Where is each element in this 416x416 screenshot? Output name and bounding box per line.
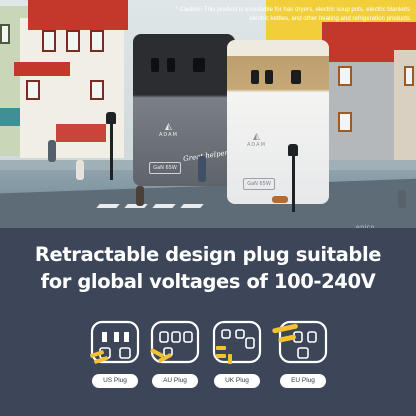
brand-logo: ◭ ADAM	[159, 122, 178, 138]
us-plug-icon	[89, 320, 140, 364]
brand-text: ADAM	[159, 132, 178, 138]
plug-item-uk: UK Plug	[206, 318, 268, 388]
adapter-top-cap	[227, 40, 329, 56]
house-window	[66, 30, 80, 52]
crosswalk-stripe	[152, 204, 176, 208]
caution-notice: * Caution! This product is unsuitable fo…	[148, 5, 410, 23]
house-window	[90, 30, 104, 52]
headline-line-1: Retractable design plug suitable	[34, 243, 382, 266]
figure-person	[48, 140, 56, 162]
house-window	[338, 112, 352, 132]
usb-port	[167, 58, 175, 72]
uk-plug-icon	[212, 320, 262, 364]
crosswalk-stripe	[96, 204, 120, 208]
street-lamp-pole	[110, 124, 113, 180]
awning-red	[56, 124, 106, 142]
brand-mark-icon: ◭	[165, 122, 172, 132]
adapter-white: ◭ ADAM GaN 65W	[227, 40, 329, 204]
plug-item-eu: EU Plug	[272, 318, 334, 388]
figure-person	[398, 190, 406, 208]
house-window	[0, 24, 10, 44]
street-lamp-icon	[106, 112, 116, 124]
caution-line-1: * Caution! This product is unsuitable fo…	[175, 6, 410, 13]
usb-port	[151, 58, 159, 72]
plug-label-us: US Plug	[92, 374, 138, 388]
plug-label-uk: UK Plug	[214, 374, 260, 388]
house-window	[42, 30, 56, 52]
crosswalk-stripe	[180, 204, 204, 208]
house-window	[90, 80, 104, 100]
figure-person	[136, 186, 144, 206]
plug-item-au: AU Plug	[144, 318, 206, 388]
gan-badge: GaN 65W	[243, 178, 275, 190]
usb-port	[193, 58, 205, 72]
brand-logo: ◭ ADAM	[247, 132, 266, 148]
figure-person	[198, 156, 206, 182]
brand-mark-icon: ◭	[253, 132, 260, 142]
house-window	[338, 66, 352, 86]
figure-person	[76, 160, 84, 180]
plug-types: US Plug AU Plug UK Plug	[0, 318, 416, 398]
adapter-black: ◭ ADAM Great helper GaN 65W	[133, 34, 235, 186]
house-roof-red	[28, 0, 128, 30]
headline: Retractable design plug suitable for glo…	[0, 241, 416, 295]
headline-line-2: for global voltages of 100-240V	[40, 270, 376, 293]
gan-badge: GaN 65W	[149, 162, 181, 174]
watermark: epico	[356, 224, 375, 228]
caution-line-2: electric kettles, and other heating and …	[249, 15, 410, 22]
brand-text: ADAM	[247, 142, 266, 148]
dog-figure	[272, 196, 288, 203]
hero-scene: ◭ ADAM Great helper GaN 65W ◭ ADAM GaN 6…	[0, 0, 416, 228]
usb-port	[291, 70, 301, 84]
street-lamp-icon	[288, 144, 298, 156]
au-plug-icon	[150, 320, 200, 364]
plug-item-us: US Plug	[84, 318, 146, 388]
house-window	[404, 66, 414, 86]
plug-label-au: AU Plug	[152, 374, 198, 388]
usb-port	[265, 70, 273, 84]
eu-plug-icon	[272, 320, 328, 364]
house-window	[26, 80, 40, 100]
house-roof-red-small	[14, 62, 70, 76]
awning-teal	[0, 108, 20, 126]
plug-label-eu: EU Plug	[280, 374, 326, 388]
street-lamp-pole	[292, 156, 295, 212]
usb-port	[251, 70, 259, 84]
